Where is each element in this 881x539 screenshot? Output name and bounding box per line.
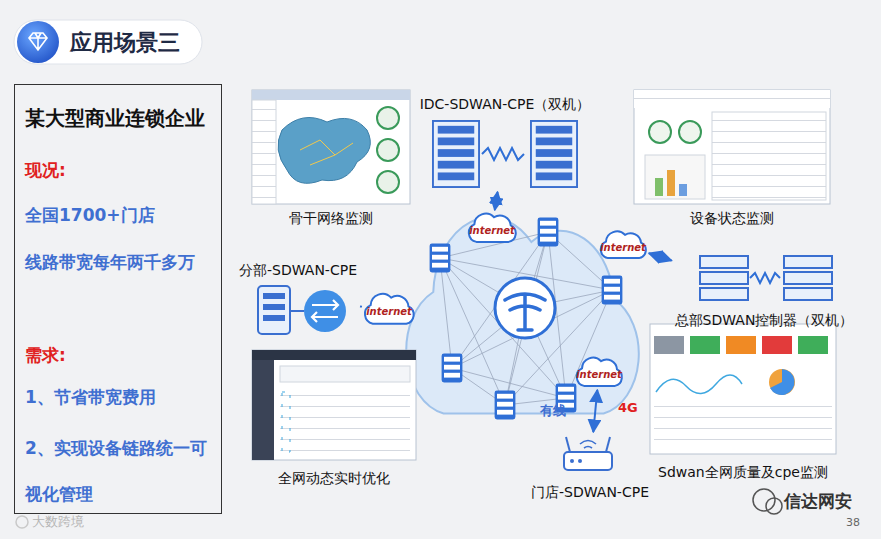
panel-text: 2、实现设备链路统一可 视化管理 <box>25 425 217 517</box>
monitor-screen: Sdwan全网质量及cpe监测 <box>646 322 840 482</box>
panel-text: 现况: <box>25 155 217 185</box>
panel-text: 线路带宽每年两千多万 <box>25 247 217 277</box>
node-caption: 门店-SDWAN-CPE <box>531 484 649 502</box>
link-type: 有线 <box>540 402 566 420</box>
node-caption: internet <box>600 242 646 253</box>
link-type: 4G <box>618 400 638 415</box>
monitor-screen: 全网动态实时优化 <box>248 348 420 488</box>
internet-cloud <box>469 214 516 242</box>
diamond-icon <box>29 33 47 50</box>
panel-text: 需求: <box>25 340 217 370</box>
backbone-screen <box>252 90 410 204</box>
router-icon <box>304 290 346 332</box>
branch-server <box>258 286 290 334</box>
optimise-screen <box>252 350 416 460</box>
internet-cloud: internet <box>466 210 518 246</box>
watermark-icon <box>16 516 28 528</box>
core-servers <box>430 218 623 420</box>
internet-cloud <box>577 358 622 386</box>
node-caption: internet <box>366 306 412 317</box>
internet-cloud <box>601 231 646 258</box>
device-screen <box>634 90 830 204</box>
panel-text: 1、节省带宽费用 <box>25 382 217 412</box>
node-caption: 设备状态监测 <box>690 210 774 228</box>
store-cpe: 门店-SDWAN-CPE <box>520 432 660 502</box>
monitor-screen: 骨干网络监测 <box>250 88 412 228</box>
internet-cloud: internet <box>362 290 416 328</box>
network-link <box>360 305 362 307</box>
title-pill <box>14 20 202 64</box>
telecom-logo <box>495 278 555 338</box>
slide-title: 应用场景三 <box>70 28 180 58</box>
idc-cpe: IDC-SDWAN-CPE（双机） <box>417 96 594 192</box>
internet-cloud: internet <box>573 354 625 390</box>
node-caption: 骨干网络监测 <box>289 210 373 228</box>
info-panel: 某大型商业连锁企业现况: 全国1700+门店线路带宽每年两千多万需求: 1、节省带宽… <box>14 84 222 514</box>
telecom-mark <box>505 294 545 330</box>
node-caption: 总部SDWAN控制器（双机） <box>675 312 854 330</box>
node-caption: Sdwan全网质量及cpe监测 <box>658 464 828 482</box>
node-caption: internet <box>576 369 622 380</box>
network-link <box>495 192 498 210</box>
node-caption: 分部-SDWAN-CPE <box>239 262 357 280</box>
link-wave <box>750 273 780 283</box>
panel-heading: 某大型商业连锁企业 <box>25 103 217 133</box>
page-number: 38 <box>846 516 860 529</box>
network-link <box>649 253 672 260</box>
link-wave <box>482 148 524 160</box>
store-router <box>564 452 612 470</box>
hq-controller: 总部SDWAN控制器（双机） <box>672 250 857 330</box>
node-caption: internet <box>469 225 515 236</box>
watermark: 信达网安 <box>784 490 852 513</box>
title-icon <box>17 21 59 63</box>
internet-cloud: internet <box>597 228 649 262</box>
node-caption: 全网动态实时优化 <box>278 470 390 488</box>
quality-screen <box>650 324 836 454</box>
watermark: 大数跨境 <box>32 513 84 531</box>
branch-cpe: 分部-SDWAN-CPE <box>236 262 360 340</box>
monitor-screen: 设备状态监测 <box>632 88 832 228</box>
panel-text: 全国1700+门店 <box>25 200 217 230</box>
rack <box>531 121 577 187</box>
node-caption: IDC-SDWAN-CPE（双机） <box>420 96 591 114</box>
network-link <box>593 390 597 432</box>
wechat-icon <box>753 489 775 511</box>
rack <box>433 121 479 187</box>
internet-cloud <box>365 294 414 324</box>
